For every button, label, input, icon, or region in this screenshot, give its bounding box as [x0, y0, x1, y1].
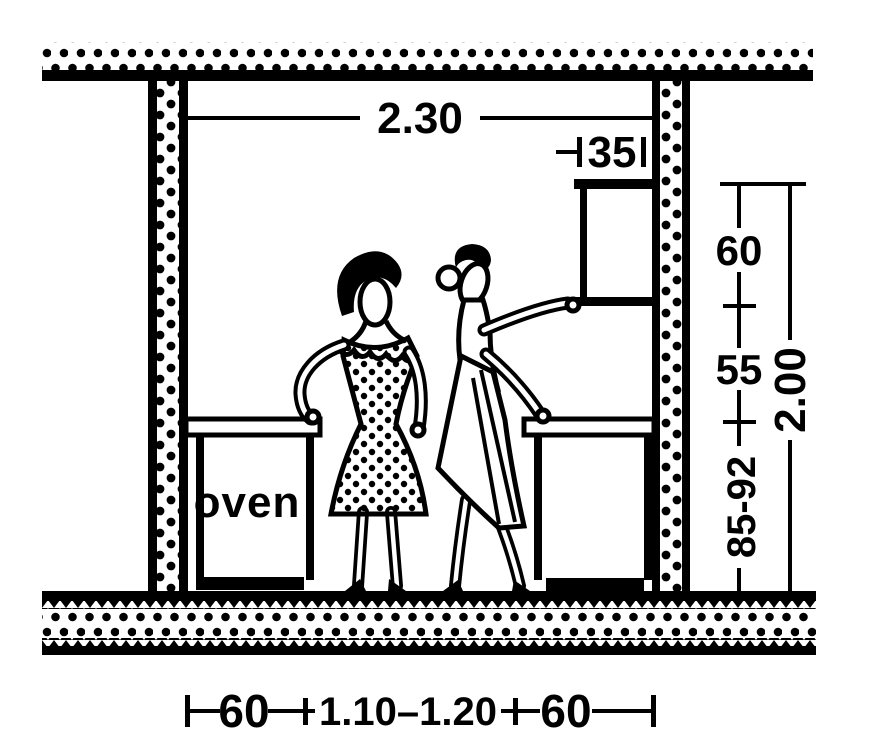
dim-bottom-left-label: 60	[218, 685, 269, 737]
right-counter	[521, 416, 657, 591]
floor-hatch	[42, 591, 816, 655]
dim-cabinet-height-label: 60	[716, 227, 763, 274]
dim-tick	[577, 137, 582, 167]
dim-width-total-label: 2.30	[377, 94, 463, 143]
left-figure-head	[357, 276, 393, 328]
right-wall	[652, 81, 690, 591]
dim-cabinet-depth: 35	[556, 128, 646, 177]
left-figure-foot	[345, 579, 366, 591]
right-figure-hair-curl	[435, 264, 463, 292]
floor-teeth-top	[42, 601, 816, 609]
left-figure-hand	[304, 408, 322, 426]
dim-bottom-right-label: 60	[540, 685, 591, 737]
oven-cabinet-left-edge	[196, 434, 204, 590]
floor-bottom-line	[42, 646, 816, 655]
right-figure-skirt	[435, 352, 528, 531]
left-wall-outer-edge	[148, 81, 157, 591]
dim-tick	[303, 698, 308, 725]
dim-room-height-label: 2.00	[766, 347, 815, 433]
left-figure-ruffle	[335, 345, 419, 364]
dim-bottom-widths: 60 1.10–1.20 60	[185, 685, 656, 737]
left-countertop	[183, 416, 323, 438]
left-wall	[148, 81, 188, 591]
oven-cabinet-plinth	[196, 577, 304, 590]
dim-tick	[185, 695, 190, 727]
wall-cabinet-front	[580, 189, 587, 299]
oven-cabinet-right-edge	[306, 434, 314, 580]
dim-cabinet-depth-label: 35	[588, 128, 637, 177]
dim-right-vertical: 60 55 85-92 2.00	[714, 182, 815, 591]
dim-worktop-height-label: 85-92	[720, 456, 764, 558]
wall-cabinet-top	[574, 179, 652, 189]
left-figure-foot	[388, 579, 406, 591]
left-wall-hatch	[157, 81, 179, 591]
dim-tick	[641, 137, 646, 167]
right-counter-plinth	[546, 578, 644, 591]
left-figure-dress	[327, 334, 429, 517]
woman-left-figure	[293, 251, 429, 592]
right-wall-inner-edge	[652, 81, 660, 591]
oven-label: oven	[194, 478, 301, 527]
ceiling-dot-band	[42, 42, 813, 72]
dim-interior-width: 2.30	[188, 94, 652, 143]
right-wall-hatch	[660, 81, 682, 591]
right-wall-outer-edge	[682, 81, 690, 591]
floor-dot-band	[42, 609, 816, 639]
right-counter-right-edge	[644, 434, 652, 580]
left-wall-inner-edge	[179, 81, 188, 591]
floor-line	[42, 591, 816, 601]
floor-teeth-bottom	[42, 638, 816, 646]
wall-cabinet	[574, 179, 652, 306]
right-figure-hand	[564, 296, 582, 314]
dim-tick	[513, 698, 518, 725]
dim-gap-label: 55	[716, 346, 763, 393]
woman-right-figure	[435, 244, 582, 592]
dim-bottom-center-label: 1.10–1.20	[319, 690, 497, 734]
right-counter-left-edge	[534, 434, 542, 580]
wall-cabinet-bottom	[574, 297, 652, 306]
left-figure-hand	[409, 421, 427, 439]
right-figure-foot	[443, 580, 463, 591]
right-figure-foot	[512, 580, 530, 591]
left-figure-hair	[337, 251, 402, 316]
right-figure-hand	[534, 407, 552, 425]
ceiling-line	[42, 70, 813, 81]
right-countertop	[521, 416, 657, 438]
dim-tick	[651, 695, 656, 727]
ceiling-hatch	[42, 42, 813, 81]
oven-cabinet: oven	[183, 416, 323, 590]
